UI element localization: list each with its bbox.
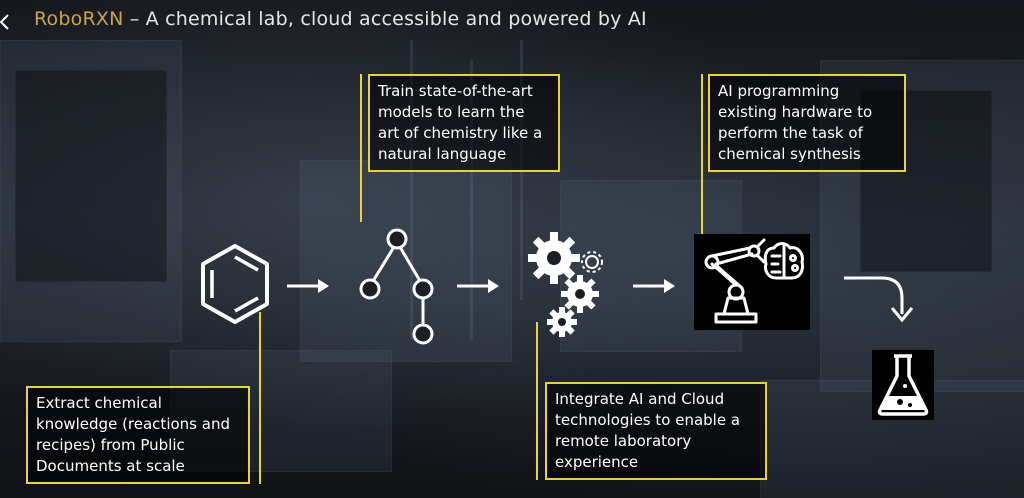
flask-icon (872, 350, 934, 420)
benzene-icon (198, 242, 272, 326)
background-cabinet (300, 160, 512, 362)
arrow-right-icon (632, 278, 676, 294)
connector-line (360, 74, 362, 222)
arrow-right-icon (286, 278, 330, 294)
title-brand: RoboRXN (34, 8, 124, 30)
callout-ai-programming: AI programming existing hardware to perf… (708, 74, 906, 172)
tree-network-icon (352, 226, 442, 350)
callout-extract-text: Extract chemical knowledge (reactions an… (36, 394, 230, 475)
robot-arm-icon (694, 234, 810, 330)
background-pipe (410, 40, 413, 340)
background-shelf (0, 40, 182, 342)
connector-line (701, 74, 703, 234)
callout-ai-programming-text: AI programming existing hardware to perf… (718, 82, 873, 163)
callout-integrate-text: Integrate AI and Cloud technologies to e… (555, 390, 741, 471)
connector-line (259, 312, 261, 484)
back-icon[interactable] (0, 12, 12, 32)
background-pipe (470, 60, 473, 340)
title-text: – A chemical lab, cloud accessible and p… (123, 8, 647, 30)
callout-train-text: Train state-of-the-art models to learn t… (378, 82, 543, 163)
gears-icon (524, 228, 614, 340)
curved-arrow-down-icon (842, 268, 916, 330)
callout-extract: Extract chemical knowledge (reactions an… (26, 386, 250, 484)
arrow-right-icon (456, 278, 500, 294)
callout-train: Train state-of-the-art models to learn t… (368, 74, 560, 172)
callout-integrate: Integrate AI and Cloud technologies to e… (545, 382, 767, 480)
connector-line (536, 322, 538, 480)
slide-title: RoboRXN – A chemical lab, cloud accessib… (34, 8, 647, 30)
background-shelf (15, 70, 167, 282)
